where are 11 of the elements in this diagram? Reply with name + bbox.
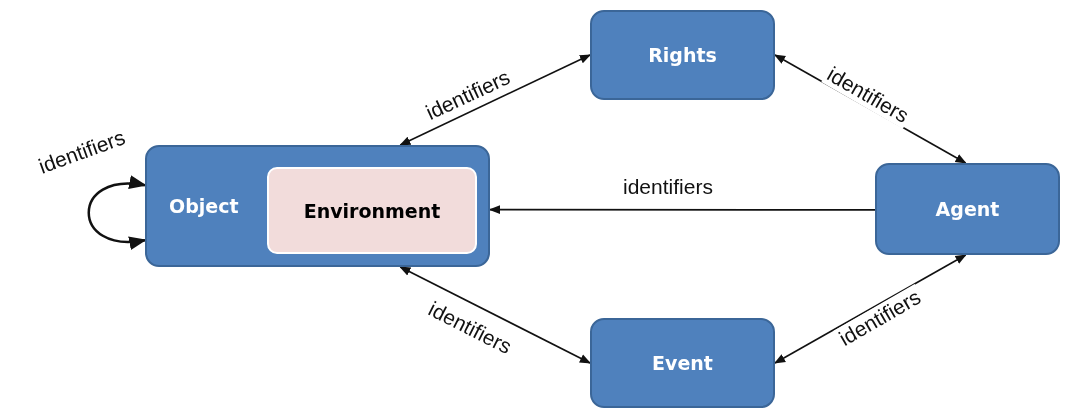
arrow	[774, 254, 967, 364]
node-label: Object	[169, 195, 239, 217]
process-box: Environment	[267, 167, 477, 254]
arrow	[87, 176, 147, 249]
process-box: Agent	[875, 163, 1060, 255]
process-box: Event	[590, 318, 775, 408]
arrow	[399, 54, 591, 146]
arrow	[399, 266, 591, 364]
process-box	[145, 145, 490, 267]
arrow	[488, 205, 876, 215]
process-box: Rights	[590, 10, 775, 100]
